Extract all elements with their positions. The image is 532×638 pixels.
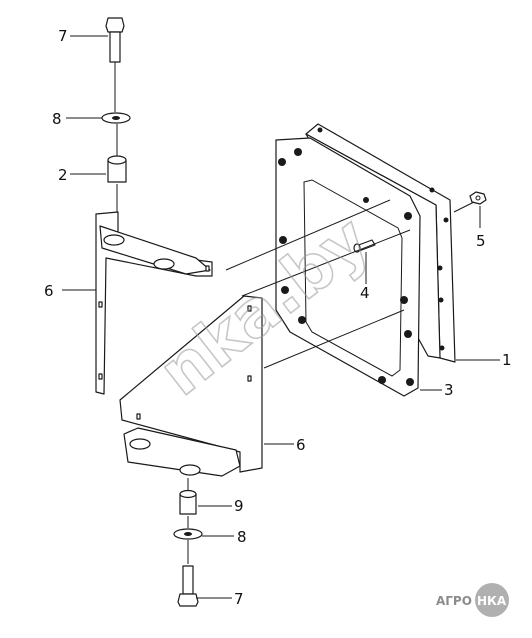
callout-6-bottom: 6 [296,436,306,454]
callout-5: 5 [476,232,486,250]
flange-hole [279,236,287,244]
callout-2: 2 [58,166,68,184]
part-7-bottom-bolt [177,565,199,607]
callout-3: 3 [444,381,454,399]
callout-8-top: 8 [52,110,62,128]
flange-hole [406,378,414,386]
flange-hole [378,376,386,384]
logo-badge [475,583,509,617]
part-2-spacer [107,155,127,183]
flange-hole [281,286,289,294]
callout-7-top: 7 [58,27,68,45]
agronka-logo: АГРО НКА [436,583,509,617]
part-7-top-bolt [105,17,125,63]
callout-leaders [62,35,500,599]
plate-hole [439,345,445,351]
callout-9: 9 [234,497,244,515]
bracket-hole [103,234,125,246]
part-8-top-washer [101,112,131,124]
flange-hole [404,330,412,338]
plate-hole [437,265,443,271]
flange-hole [294,148,302,156]
plate-hole [317,127,323,133]
part-6-lower-bracket [119,295,263,477]
callout-4: 4 [360,284,370,302]
bracket-hole [129,438,151,450]
assembly-lines [114,62,475,564]
callout-7-bottom: 7 [234,590,244,608]
callout-8-bottom: 8 [237,528,247,546]
flange-hole [298,316,306,324]
flange-hole [400,296,408,304]
plate-hole [443,217,449,223]
flange-hole [404,212,412,220]
part-9-bottom-spacer [179,489,197,515]
plate-hole [429,187,435,193]
callout-1: 1 [502,351,512,369]
part-6-upper-bracket [95,211,213,395]
bracket-hole [179,464,201,476]
logo-prefix: АГРО [436,594,472,608]
bracket-hole [153,258,175,270]
flange-hole [363,197,369,203]
logo-mark: НКА [477,594,507,608]
callout-6-left: 6 [44,282,54,300]
part-8-bottom-washer [173,528,203,540]
part-5-nut [469,191,487,205]
flange-hole [278,158,286,166]
plate-hole [438,297,444,303]
callout-labels: 7 8 2 6 6 9 8 7 1 3 5 4 [44,27,512,608]
